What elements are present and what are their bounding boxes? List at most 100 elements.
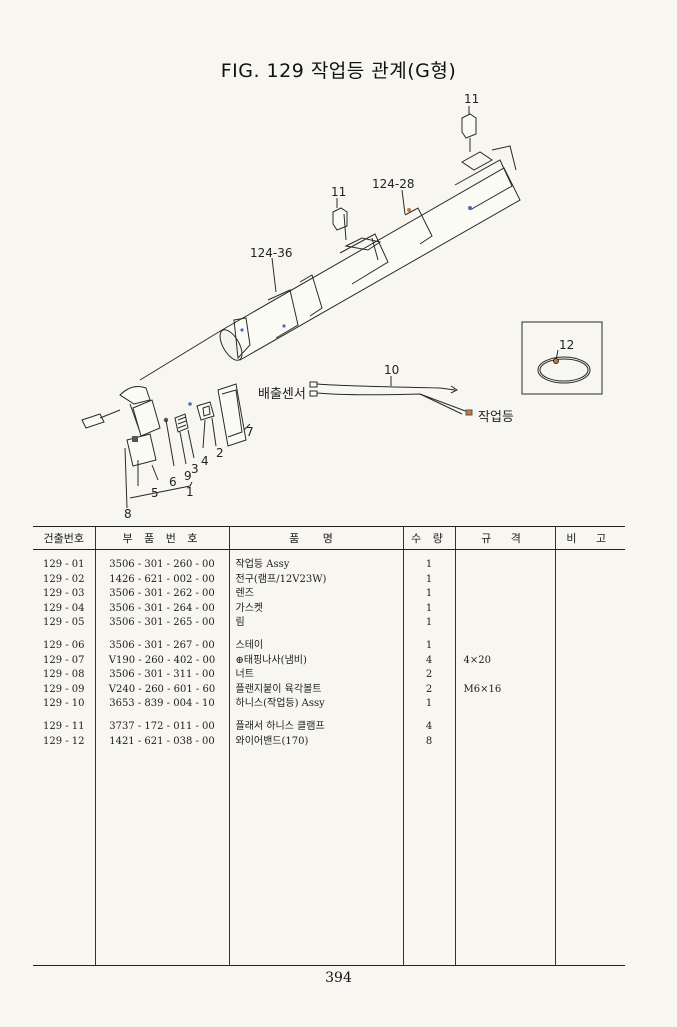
cell-part-name: 플래서 하니스 클램프: [228, 719, 403, 735]
parts-table: 건출번호 부 품 번 호 품 명 수 량 규 격 비 고 129 - 01 35…: [33, 526, 625, 967]
cell-part-name: 전구(램프/12V23W): [228, 572, 403, 588]
cell-remarks: [554, 616, 625, 631]
cell-remarks: [554, 734, 625, 750]
cell-remarks: [554, 572, 625, 588]
cell-spec: M6×16: [454, 682, 555, 698]
cell-spec: [454, 572, 555, 588]
cell-remarks: [554, 682, 625, 698]
clip-parts: [332, 113, 477, 241]
cell-remarks: [554, 638, 625, 654]
cell-ref-no: 129 - 09: [42, 683, 85, 695]
table-row: 129 - 08 3506 - 301 - 311 - 00 너트 2: [33, 668, 625, 683]
label-3: 3: [191, 462, 199, 476]
cell-remarks: [554, 653, 625, 669]
cell-part-no: 3506 - 301 - 264 - 00: [94, 601, 229, 617]
cell-quantity: 4: [402, 653, 455, 669]
cell-spec: [454, 719, 555, 735]
leader-lines: [139, 106, 470, 381]
cell-part-name: 너트: [228, 668, 403, 683]
page-number: 394: [325, 970, 352, 986]
cell-quantity: 2: [402, 682, 455, 698]
wire-band-box: [521, 321, 603, 395]
cell-part-name: ⊕태핑나사(냄비): [228, 653, 403, 669]
cell-ref-no: 129 - 12: [42, 735, 85, 747]
cell-quantity: 4: [402, 719, 455, 735]
label-11-top: 11: [464, 92, 479, 106]
label-124-28: 124-28: [372, 177, 415, 191]
cell-part-no: V240 - 260 - 601 - 60: [94, 682, 229, 698]
cell-part-no: 1421 - 621 - 038 - 00: [94, 734, 229, 750]
col-header-remarks: 비 고: [554, 526, 625, 550]
cell-ref-no: 129 - 11: [42, 720, 85, 732]
cell-spec: [454, 668, 555, 683]
cell-part-name: 플랜지붙이 육각볼트: [228, 682, 403, 698]
page-title: FIG. 129 작업등 관계(G형): [220, 60, 457, 82]
cell-ref-no: 129 - 02: [42, 573, 85, 585]
cell-part-no: 3653 - 839 - 004 - 10: [94, 697, 229, 712]
table-row: 129 - 06 3506 - 301 - 267 - 00 스테이 1: [33, 638, 625, 654]
cell-ref-no: 129 - 01: [42, 559, 85, 570]
wire-harness: [309, 376, 473, 416]
label-10: 10: [384, 363, 399, 377]
cell-quantity: 1: [402, 697, 455, 712]
cell-quantity: 8: [402, 734, 455, 750]
label-2: 2: [216, 446, 224, 460]
label-1: 1: [186, 485, 194, 499]
cell-part-name: 가스켓: [228, 601, 403, 617]
label-5: 5: [151, 486, 159, 500]
cell-quantity: 1: [402, 638, 455, 654]
cell-part-name: 스테이: [228, 638, 403, 654]
col-header-spec: 규 격: [454, 526, 555, 550]
cell-spec: [454, 697, 555, 712]
cell-spec: [454, 638, 555, 654]
cell-spec: 4×20: [454, 653, 555, 669]
exploded-parts-diagram: 11 11 124-28 124-36 12 10 배출센서 작업등 2 3 4…: [81, 92, 603, 520]
table-header-row: 건출번호 부 품 번 호 품 명 수 량 규 격 비 고: [33, 526, 625, 550]
cell-ref-no: 129 - 07: [42, 654, 85, 666]
label-4: 4: [201, 454, 209, 468]
cell-part-no: 3506 - 301 - 262 - 00: [94, 587, 229, 602]
cell-remarks: [554, 719, 625, 735]
table-row: 129 - 09 V240 - 260 - 601 - 60 플랜지붙이 육각볼…: [33, 682, 625, 698]
label-12: 12: [559, 338, 574, 352]
cell-remarks: [554, 601, 625, 617]
cell-part-name: 림: [228, 616, 403, 631]
cell-part-name: 작업등 Assy: [228, 558, 403, 573]
cell-ref-no: 129 - 03: [42, 588, 85, 600]
cell-part-no: 1426 - 621 - 002 - 00: [94, 572, 229, 588]
table-row: 129 - 10 3653 - 839 - 004 - 10 하니스(작업등) …: [33, 697, 625, 712]
lamp-housing-parts: [81, 383, 251, 509]
table-row: 129 - 05 3506 - 301 - 265 - 00 림 1: [33, 616, 625, 631]
label-8: 8: [124, 507, 132, 520]
lamp-tube-assembly: [219, 145, 521, 361]
cell-quantity: 1: [402, 601, 455, 617]
label-discharge-sensor: 배출센서: [258, 387, 306, 402]
label-work-lamp: 작업등: [478, 410, 514, 425]
cell-quantity: 1: [402, 572, 455, 588]
cell-spec: [454, 616, 555, 631]
label-7: 7: [246, 425, 254, 439]
cell-part-name: 렌즈: [228, 587, 403, 602]
cell-part-no: 3737 - 172 - 011 - 00: [94, 719, 229, 735]
cell-part-no: 3506 - 301 - 267 - 00: [94, 638, 229, 654]
cell-ref-no: 129 - 06: [42, 639, 85, 651]
table-row: 129 - 02 1426 - 621 - 002 - 00 전구(램프/12V…: [33, 572, 625, 588]
label-124-36: 124-36: [250, 246, 293, 260]
cell-ref-no: 129 - 05: [42, 617, 85, 629]
col-header-part-name: 품 명: [228, 526, 403, 550]
cell-part-name: 하니스(작업등) Assy: [228, 697, 403, 712]
cell-quantity: 2: [402, 668, 455, 683]
cell-ref-no: 129 - 04: [42, 602, 85, 614]
cell-spec: [454, 601, 555, 617]
col-header-part-no: 부 품 번 호: [94, 526, 229, 550]
cell-quantity: 1: [402, 616, 455, 631]
cell-remarks: [554, 668, 625, 683]
cell-part-no: 3506 - 301 - 260 - 00: [94, 558, 229, 573]
cell-remarks: [554, 558, 625, 573]
table-row: 129 - 12 1421 - 621 - 038 - 00 와이어밴드(170…: [33, 734, 625, 750]
cell-spec: [454, 558, 555, 573]
col-header-quantity: 수 량: [402, 526, 455, 550]
table-row: 129 - 03 3506 - 301 - 262 - 00 렌즈 1: [33, 587, 625, 602]
cell-part-name: 와이어밴드(170): [228, 734, 403, 750]
cell-ref-no: 129 - 10: [42, 698, 85, 710]
